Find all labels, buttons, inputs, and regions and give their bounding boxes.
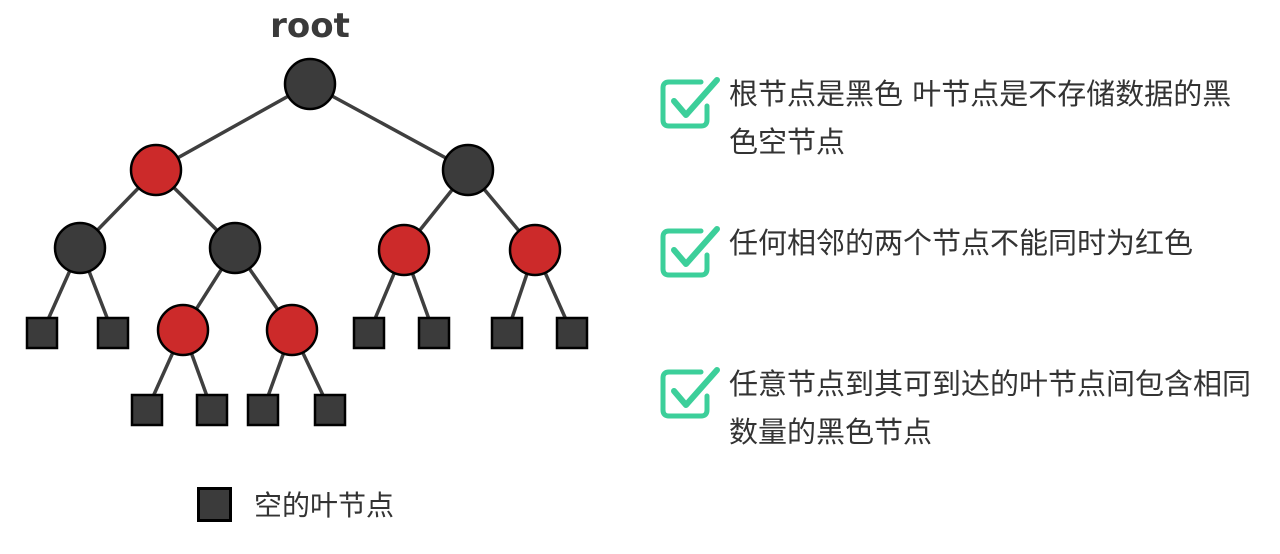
legend: 空的叶节点 xyxy=(197,484,394,524)
rule-text: 任意节点到其可到达的叶节点间包含相同数量的黑色节点 xyxy=(729,367,1252,449)
tree-edges xyxy=(40,82,574,411)
rule-1: 根节点是黑色 叶节点是不存储数据的黑色空节点 xyxy=(657,72,1254,166)
checkbox-check-icon xyxy=(660,226,720,278)
legend-swatch-icon xyxy=(197,486,232,522)
tree-nodes xyxy=(25,57,589,427)
nil-leaf-node xyxy=(555,316,589,350)
tree-edge xyxy=(309,82,469,172)
rule-text: 任何相邻的两个节点不能同时为红色 xyxy=(729,226,1194,260)
red-node xyxy=(377,223,431,277)
red-node xyxy=(508,223,562,277)
nil-leaf-node xyxy=(130,393,164,427)
root-node xyxy=(283,57,337,111)
legend-label: 空的叶节点 xyxy=(254,489,395,522)
nil-leaf-node xyxy=(417,316,451,350)
rule-3: 任意节点到其可到达的叶节点间包含相同数量的黑色节点 xyxy=(657,362,1254,456)
red-black-tree-diagram: root xyxy=(25,6,589,427)
nil-leaf-node xyxy=(313,393,347,427)
nil-leaf-node xyxy=(25,316,59,350)
rule-2: 任何相邻的两个节点不能同时为红色 xyxy=(657,221,1254,279)
root-label: root xyxy=(270,6,350,46)
nil-leaf-node xyxy=(195,393,229,427)
rule-text: 根节点是黑色 叶节点是不存储数据的黑色空节点 xyxy=(729,77,1232,159)
tree-edge xyxy=(155,82,311,172)
nil-leaf-node xyxy=(490,316,524,350)
red-node xyxy=(129,143,183,197)
black-node xyxy=(441,143,495,197)
nil-leaf-node xyxy=(96,316,130,350)
red-node xyxy=(265,303,319,357)
nil-leaf-node xyxy=(246,393,280,427)
black-node xyxy=(53,221,107,275)
black-node xyxy=(208,221,262,275)
checkbox-check-icon xyxy=(660,77,720,129)
nil-leaf-node xyxy=(352,316,386,350)
checkbox-check-icon xyxy=(660,367,720,419)
red-node xyxy=(156,303,210,357)
